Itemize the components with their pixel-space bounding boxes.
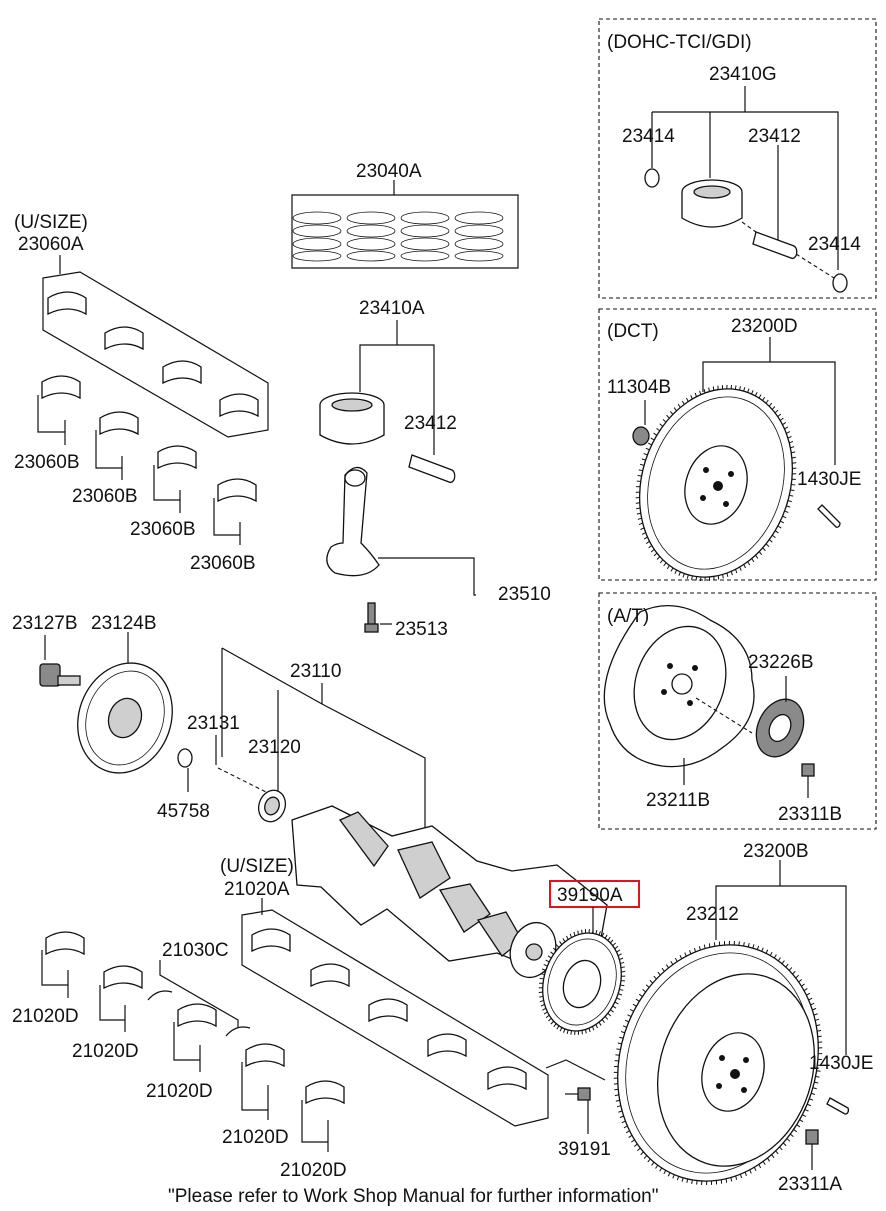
label-45758: 45758 <box>157 801 210 822</box>
at-driveplate-box[interactable] <box>598 592 877 830</box>
label-21020D-1: 21020D <box>12 1006 79 1027</box>
label-23212: 23212 <box>686 904 739 925</box>
label-23040A: 23040A <box>356 161 422 182</box>
label-1430JE-mt: 1430JE <box>809 1053 873 1074</box>
label-23120: 23120 <box>248 737 301 758</box>
label-dct-title: (DCT) <box>607 321 659 342</box>
label-dohc-title: (DOHC-TCI/GDI) <box>607 32 752 53</box>
label-at-title: (A/T) <box>607 606 649 627</box>
label-1430JE-dct: 1430JE <box>797 469 861 490</box>
piston-and-conrod[interactable] <box>319 320 476 633</box>
dct-ring-gear-teeth <box>635 384 797 582</box>
footer-note: "Please refer to Work Shop Manual for fu… <box>168 1186 658 1207</box>
label-23124B: 23124B <box>91 613 157 634</box>
label-23410A: 23410A <box>359 298 425 319</box>
label-23060B-1: 23060B <box>14 452 80 473</box>
flywheel-ring-gear-teeth <box>613 940 823 1186</box>
drive-plate-teeth <box>538 928 626 1036</box>
label-21020D-3: 21020D <box>146 1081 213 1102</box>
label-usize-top: (U/SIZE) <box>14 212 88 233</box>
label-23060B-4: 23060B <box>190 553 256 574</box>
label-23060A: 23060A <box>18 234 84 255</box>
label-21030C: 21030C <box>162 940 229 961</box>
label-23211B: 23211B <box>646 790 710 811</box>
label-23060B-3: 23060B <box>130 519 196 540</box>
label-21020D-2: 21020D <box>72 1041 139 1062</box>
piston-ring-set[interactable] <box>291 180 519 269</box>
upper-bearing-set[interactable] <box>42 255 269 438</box>
label-23513: 23513 <box>395 619 448 640</box>
label-39191: 39191 <box>558 1139 611 1160</box>
label-23412-box: 23412 <box>748 126 801 147</box>
label-21020A: 21020A <box>224 879 290 900</box>
dohc-piston-box[interactable] <box>598 18 877 299</box>
label-23311B: 23311B <box>778 804 842 825</box>
label-23412-main: 23412 <box>404 413 457 434</box>
crank-pulley-group[interactable] <box>39 632 608 984</box>
drive-plate-39190A[interactable] <box>530 880 640 1134</box>
label-23510: 23510 <box>498 584 551 605</box>
dct-flywheel-box[interactable] <box>598 308 877 597</box>
thrust-and-lower-bearings[interactable] <box>41 931 345 1152</box>
label-39190A[interactable]: 39190A <box>557 885 623 906</box>
label-11304B: 11304B <box>607 377 671 398</box>
label-23414-left: 23414 <box>622 126 675 147</box>
main-bearing-set[interactable] <box>241 898 549 1127</box>
label-23226B: 23226B <box>748 652 814 673</box>
lower-bearings-23060B[interactable] <box>37 375 257 545</box>
label-23131: 23131 <box>187 713 240 734</box>
label-23200B: 23200B <box>743 841 809 862</box>
label-21020D-4: 21020D <box>222 1127 289 1148</box>
label-23127B: 23127B <box>12 613 78 634</box>
label-23200D: 23200D <box>731 316 798 337</box>
label-23414-right: 23414 <box>808 234 861 255</box>
label-23311A: 23311A <box>778 1174 842 1195</box>
label-23110: 23110 <box>290 661 341 682</box>
label-usize-bottom: (U/SIZE) <box>220 856 294 877</box>
label-21020D-5: 21020D <box>280 1160 347 1181</box>
label-23060B-2: 23060B <box>72 486 138 507</box>
label-23410G: 23410G <box>709 64 777 85</box>
